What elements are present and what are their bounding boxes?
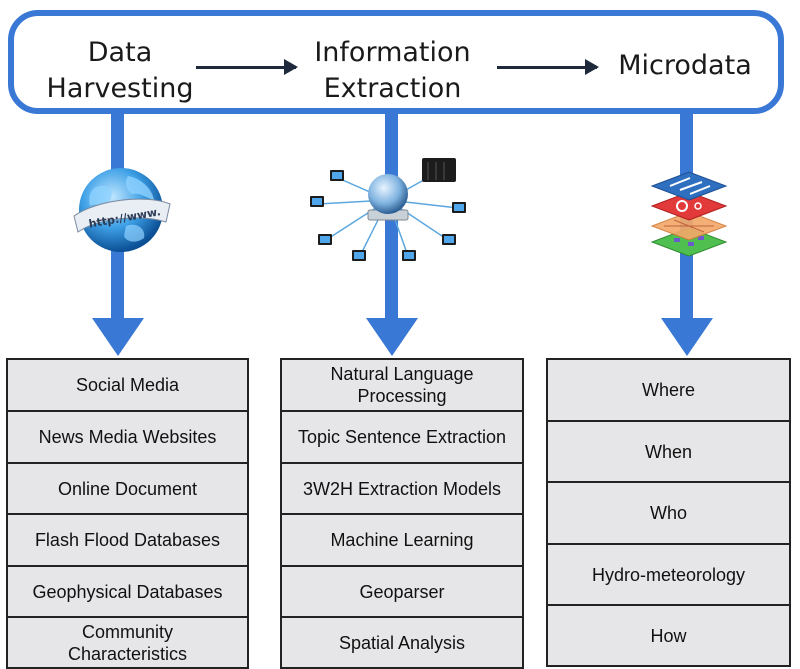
- arrow-extraction-to-microdata: [497, 59, 599, 75]
- stage-microdata: Microdata: [618, 50, 752, 81]
- list-item-spatial-analysis: Spatial Analysis: [282, 618, 522, 669]
- list-item-who: Who: [548, 483, 789, 545]
- down-arrow-head-3: [661, 318, 713, 356]
- list-item-flash-flood-databases: Flash Flood Databases: [8, 515, 247, 567]
- microdata-fields-list: Where When Who Hydro-meteorology How: [546, 358, 791, 667]
- stage-information-extraction: Information Extraction: [314, 37, 471, 104]
- down-arrow-head-2: [366, 318, 418, 356]
- harvesting-sources-list: Social Media News Media Websites Online …: [6, 358, 249, 669]
- network-icon: [310, 158, 466, 261]
- list-item-geoparser: Geoparser: [282, 567, 522, 618]
- list-item-3w2h-extraction-models: 3W2H Extraction Models: [282, 464, 522, 515]
- list-item-natural-language-processing: Natural Language Processing: [282, 360, 522, 412]
- list-item-online-document: Online Document: [8, 464, 247, 515]
- arrow-harvesting-to-extraction: [196, 59, 298, 75]
- extraction-methods-list: Natural Language Processing Topic Senten…: [280, 358, 524, 669]
- stage-data-harvesting: Data Harvesting: [46, 37, 194, 104]
- list-item-topic-sentence-extraction: Topic Sentence Extraction: [282, 412, 522, 464]
- list-item-machine-learning: Machine Learning: [282, 515, 522, 567]
- list-item-social-media: Social Media: [8, 360, 247, 412]
- globe-www-icon: http://www.: [73, 168, 171, 252]
- list-item-news-media-websites: News Media Websites: [8, 412, 247, 464]
- list-item-community-characteristics: Community Characteristics: [8, 618, 247, 669]
- pipeline-frame: [8, 10, 784, 114]
- list-item-when: When: [548, 422, 789, 483]
- list-item-how: How: [548, 606, 789, 667]
- list-item-hydro-meteorology: Hydro-meteorology: [548, 545, 789, 606]
- list-item-geophysical-databases: Geophysical Databases: [8, 567, 247, 618]
- list-item-where: Where: [548, 360, 789, 422]
- down-arrow-head-1: [92, 318, 144, 356]
- microdata-layers-icon: [650, 171, 728, 257]
